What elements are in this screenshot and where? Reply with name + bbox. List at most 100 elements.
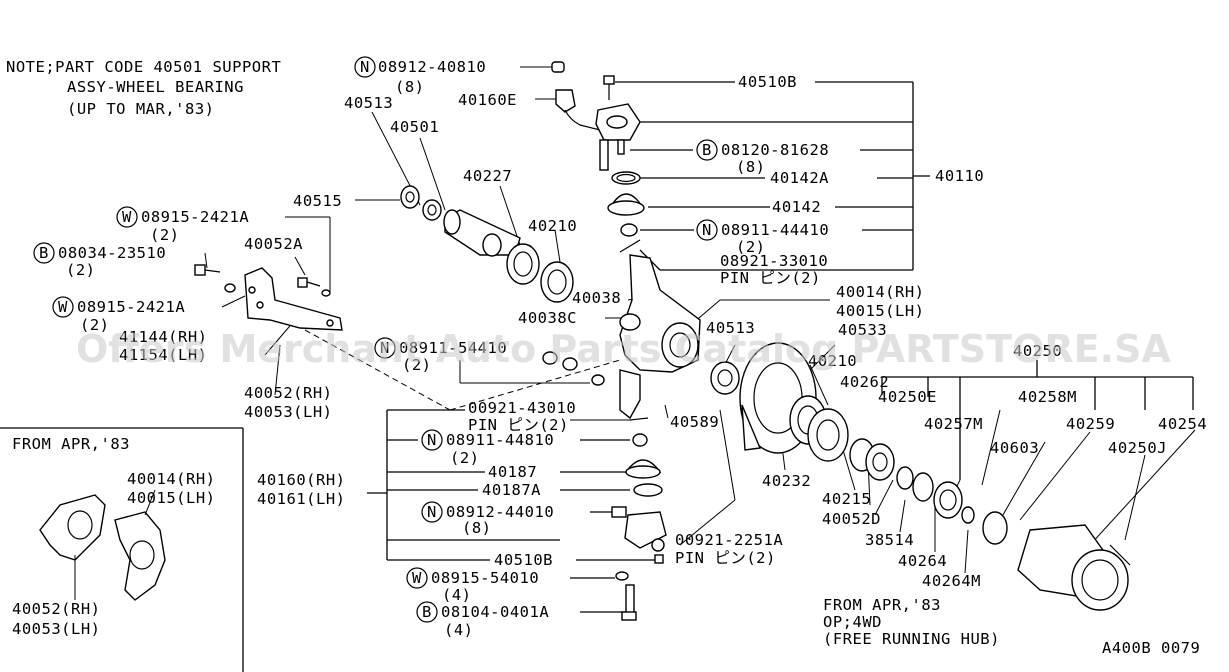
label-40510B-top: 40510B bbox=[738, 73, 797, 91]
label-40264: 40264 bbox=[898, 552, 947, 570]
label-40515: 40515 bbox=[293, 192, 342, 210]
label-40215: 40215 bbox=[822, 490, 871, 508]
label-40053LH: 40053(LH) bbox=[244, 403, 333, 421]
part-upper-ball-joint bbox=[595, 103, 641, 171]
note-line3: (UP TO MAR,'83) bbox=[67, 100, 214, 118]
label-40014RH: 40014(RH) bbox=[836, 283, 925, 301]
part-bolt-08034-23510 bbox=[194, 264, 221, 276]
part-pin-08921-33010 bbox=[619, 239, 641, 253]
label-40052RH: 40052(RH) bbox=[244, 384, 333, 402]
label-40250J: 40250J bbox=[1108, 439, 1167, 457]
label-08911-44810-qty: (2) bbox=[450, 449, 480, 467]
label-40510B-bot: 40510B bbox=[494, 551, 553, 569]
part-nut-08911-44810 bbox=[632, 433, 648, 447]
part-seal-40515 bbox=[400, 185, 420, 209]
label-08912-40810: 08912-40810 bbox=[378, 58, 486, 76]
label-40160RH: 40160(RH) bbox=[257, 471, 346, 489]
label-40254: 40254 bbox=[1158, 415, 1207, 433]
label-40187: 40187 bbox=[488, 463, 537, 481]
label-08104-0401A-qty: (4) bbox=[444, 621, 474, 639]
svg-text:B: B bbox=[702, 141, 712, 159]
inset-label-40053: 40053(LH) bbox=[12, 620, 101, 638]
leader-lines bbox=[204, 66, 1196, 613]
svg-text:B: B bbox=[422, 603, 432, 621]
part-bearing-40210 bbox=[540, 261, 574, 303]
label-40142: 40142 bbox=[772, 198, 821, 216]
label-40501: 40501 bbox=[390, 118, 439, 136]
prefix-B-08120: B bbox=[696, 139, 718, 161]
label-08120-81628: 08120-81628 bbox=[721, 141, 829, 159]
part-bracket-40160E bbox=[555, 89, 601, 131]
label-40258M: 40258M bbox=[1018, 388, 1077, 406]
label-08034-23510-qty: (2) bbox=[66, 261, 96, 279]
part-seal-40142A bbox=[611, 171, 641, 185]
part-washer-08915-54010 bbox=[615, 571, 629, 581]
label-40160E: 40160E bbox=[458, 91, 517, 109]
label-40513-mid: 40513 bbox=[706, 319, 755, 337]
label-08915-2421A-a-qty: (2) bbox=[150, 226, 180, 244]
part-ring-40603 bbox=[982, 511, 1008, 545]
label-40015LH: 40015(LH) bbox=[836, 302, 925, 320]
prefix-circles: N B N W B W N N N W B bbox=[33, 56, 718, 623]
prefix-N-08911-44410: N bbox=[696, 219, 718, 241]
label-38514: 38514 bbox=[865, 531, 914, 549]
part-washer-08915-2421A-b bbox=[224, 283, 236, 293]
part-bearing-40227 bbox=[506, 243, 540, 285]
svg-text:W: W bbox=[122, 208, 132, 226]
part-ring-40264 bbox=[933, 481, 975, 524]
label-08915-54010: 08915-54010 bbox=[431, 569, 539, 587]
label-40142A: 40142A bbox=[770, 169, 829, 187]
part-bolt-40052A bbox=[297, 277, 331, 297]
part-bearing-40232 bbox=[807, 408, 849, 462]
prefix-N-08911-44810: N bbox=[421, 429, 443, 451]
prefix-B-08034: B bbox=[33, 242, 55, 264]
label-08912-44010-qty: (8) bbox=[462, 519, 492, 537]
prefix-W-08915-54010: W bbox=[406, 567, 428, 589]
label-40038C: 40038C bbox=[518, 309, 577, 327]
label-08915-2421A-a: 08915-2421A bbox=[141, 208, 249, 226]
labels: NOTE;PART CODE 40501 SUPPORT ASSY-WHEEL … bbox=[6, 58, 1207, 657]
prefix-W-08915-b: W bbox=[52, 296, 74, 318]
label-40227: 40227 bbox=[463, 167, 512, 185]
inset-label-40052: 40052(RH) bbox=[12, 600, 101, 618]
label-41154LH: 41154(LH) bbox=[119, 346, 208, 364]
part-lower-ball-joint bbox=[611, 506, 667, 552]
part-boot-40187 bbox=[624, 459, 662, 479]
label-40052A: 40052A bbox=[244, 235, 303, 253]
part-bolt-40510B bbox=[603, 75, 615, 100]
label-40232: 40232 bbox=[762, 472, 811, 490]
label-08911-44410: 08911-44410 bbox=[721, 221, 829, 239]
label-08911-44810: 08911-44810 bbox=[446, 431, 554, 449]
label-40038: 40038 bbox=[572, 289, 621, 307]
label-08912-44010: 08912-44010 bbox=[446, 503, 554, 521]
note-line2: ASSY-WHEEL BEARING bbox=[67, 78, 244, 96]
prefix-B-08104: B bbox=[416, 601, 438, 623]
inset-label-40015: 40015(LH) bbox=[127, 489, 216, 507]
part-knuckle-40014 bbox=[619, 254, 701, 420]
note-line1: NOTE;PART CODE 40501 SUPPORT bbox=[6, 58, 281, 76]
label-08911-54410-qty: (2) bbox=[402, 356, 432, 374]
hub-note-line2: OP;4WD bbox=[823, 613, 882, 631]
label-40161LH: 40161(LH) bbox=[257, 490, 346, 508]
part-bearing-40513-mid bbox=[710, 361, 740, 395]
label-40250E: 40250E bbox=[878, 388, 937, 406]
part-hub-cap-40250 bbox=[1017, 524, 1131, 611]
diagram-code: A400B 0079 bbox=[1102, 639, 1200, 657]
part-ring-40187A bbox=[633, 483, 663, 497]
part-knuckle-arm-41144 bbox=[244, 267, 343, 331]
part-ring-40257M bbox=[896, 466, 934, 502]
label-40603: 40603 bbox=[990, 439, 1039, 457]
label-08915-2421A-b: 08915-2421A bbox=[77, 298, 185, 316]
label-00921-43010: 00921-43010 bbox=[468, 399, 576, 417]
label-08915-54010-qty: (4) bbox=[442, 586, 472, 604]
part-boot-40142 bbox=[607, 193, 645, 216]
inset-frame bbox=[0, 427, 244, 672]
label-40259: 40259 bbox=[1066, 415, 1115, 433]
part-40038 bbox=[619, 313, 641, 331]
label-00921-43010-pin: PIN ピン(2) bbox=[468, 416, 569, 434]
label-08034-23510: 08034-23510 bbox=[58, 244, 166, 262]
label-40533: 40533 bbox=[838, 321, 887, 339]
svg-text:W: W bbox=[58, 298, 68, 316]
inset-knuckle-drawing bbox=[39, 489, 166, 601]
